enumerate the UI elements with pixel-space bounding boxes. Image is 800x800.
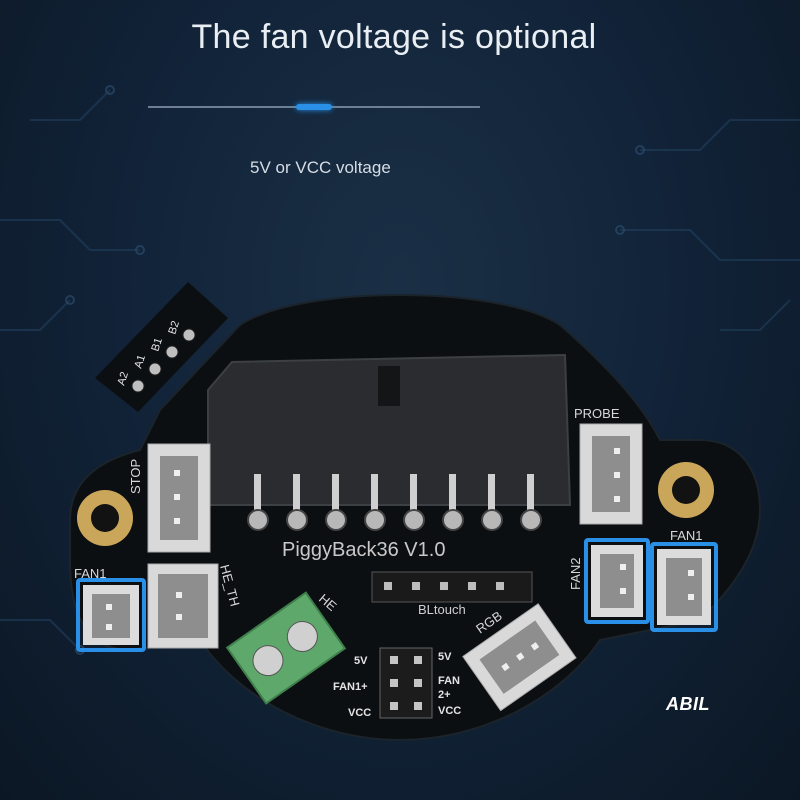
jumper-right-2plus: 2+: [438, 689, 451, 701]
pin-label-a1: A1: [132, 353, 148, 370]
mounting-hole-right: [658, 462, 714, 518]
stepper-tab: [95, 282, 228, 412]
mounting-hole-left: [77, 490, 133, 546]
fan1-right-label: FAN1: [670, 528, 703, 543]
rgb-connector: [462, 603, 577, 712]
jumper-right-fan: FAN: [438, 675, 460, 687]
board-model-label: PiggyBack36 V1.0: [282, 539, 445, 561]
jumper-right-5v: 5V: [438, 651, 452, 663]
subtitle: 5V or VCC voltage: [250, 158, 391, 177]
stop-label: STOP: [128, 459, 143, 494]
brand-watermark: ABIL: [666, 694, 710, 714]
probe-connector: [579, 423, 643, 525]
headline: The fan voltage is optional: [191, 18, 597, 56]
fan2-label: FAN2: [568, 557, 583, 590]
jumper-left-vcc: VCC: [348, 707, 371, 719]
divider-accent: [296, 104, 332, 110]
jumper-left-labels: 5V FAN1+ VCC: [333, 655, 371, 719]
he-terminal-block: [225, 591, 347, 705]
fan1-left-label: FAN1: [74, 566, 107, 581]
pin-label-b1: B1: [149, 336, 165, 353]
jumper-right-labels: 5V FAN 2+ VCC: [438, 651, 461, 717]
bltouch-label: BLtouch: [418, 602, 466, 617]
fan-voltage-jumper: [379, 647, 433, 719]
fan1-left-connector: [76, 578, 146, 652]
main-connector-pins: [247, 474, 542, 531]
main-connector: [207, 353, 572, 506]
he-th-connector: [147, 563, 219, 649]
jumper-left-fan1: FAN1+: [333, 681, 368, 693]
jumper-left-5v: 5V: [354, 655, 368, 667]
pin-label-a2: A2: [115, 370, 131, 387]
jumper-right-vcc: VCC: [438, 705, 461, 717]
probe-label: PROBE: [574, 406, 620, 421]
stepper-pin-labels: A2 A1 B1 B2: [115, 319, 182, 387]
fan2-connector: [584, 538, 650, 624]
bltouch-header: [371, 571, 533, 603]
fan1-right-connector: [650, 542, 718, 632]
stop-connector: [147, 443, 211, 553]
pin-label-b2: B2: [166, 319, 182, 336]
stepper-pins: [131, 328, 196, 393]
